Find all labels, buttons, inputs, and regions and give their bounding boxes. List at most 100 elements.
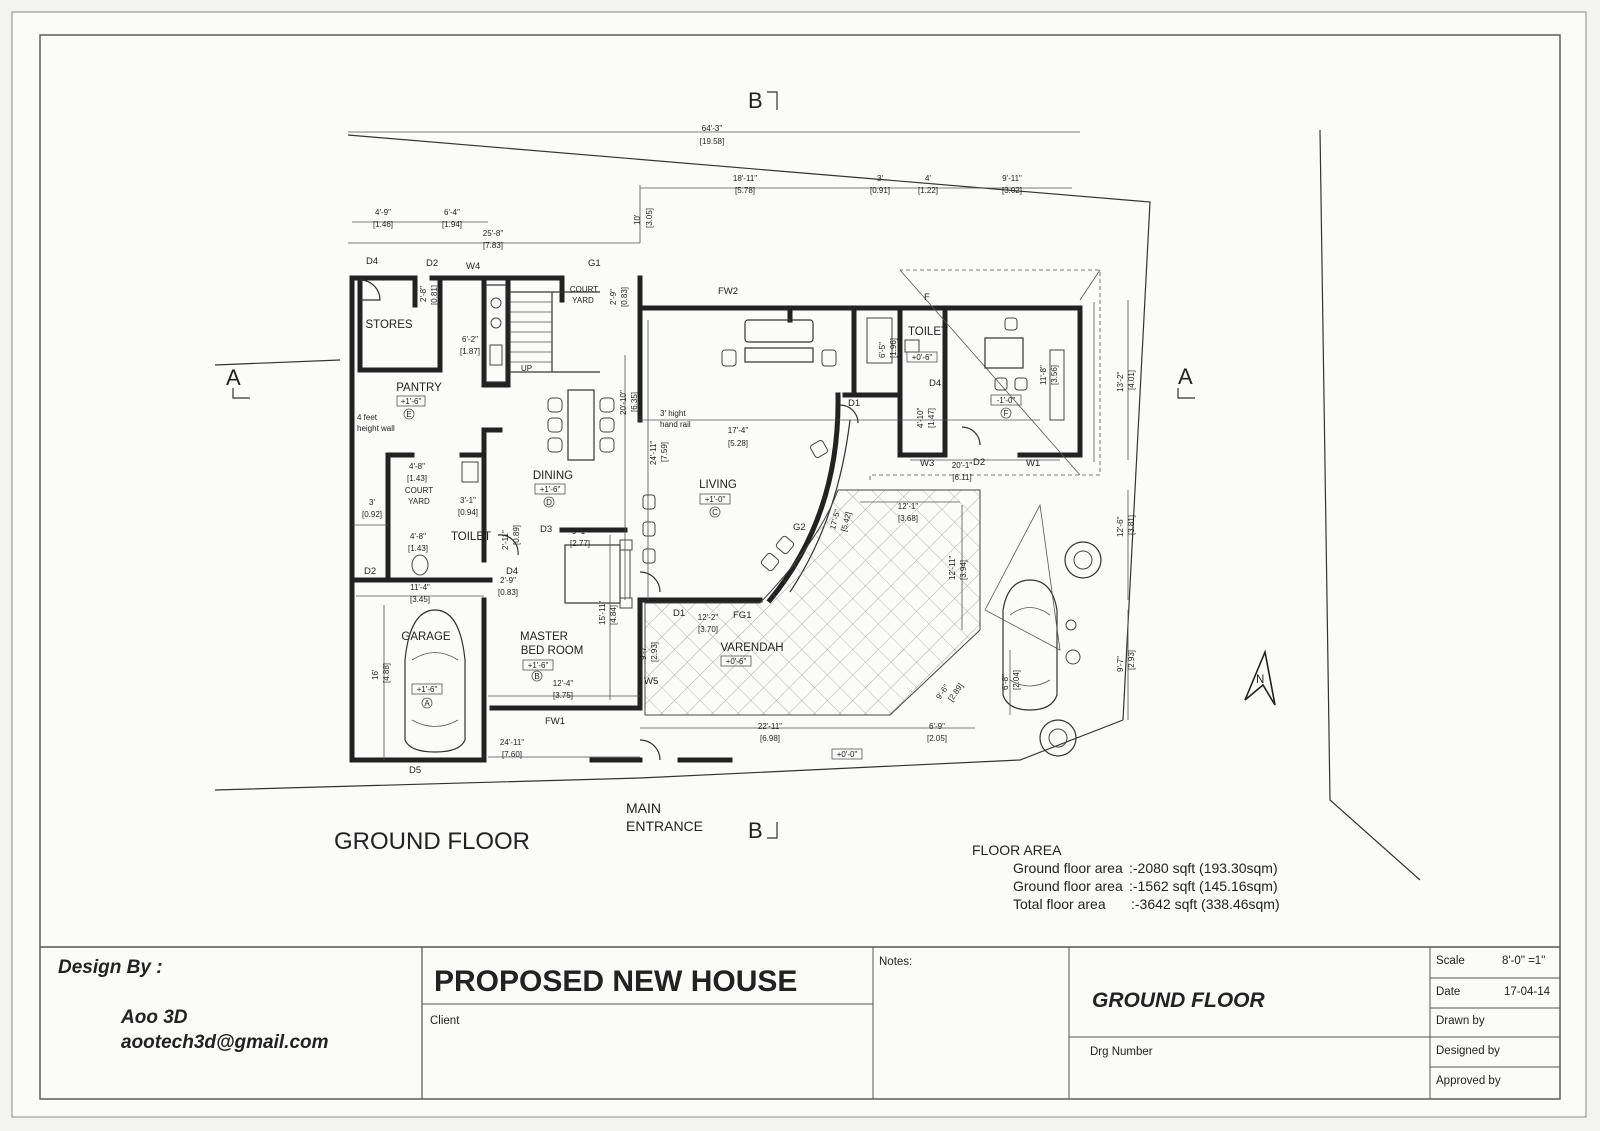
svg-text:[7.83]: [7.83] [483,241,503,250]
scale-value: 8'-0" =1" [1502,955,1545,967]
svg-text:D2: D2 [973,457,985,468]
svg-text:2'-8": 2'-8" [419,286,428,302]
roof-outline [869,269,1101,480]
svg-text:[5.28]: [5.28] [728,439,748,448]
svg-text:Ground floor area: Ground floor area [1013,878,1123,894]
section-a-right: A [1178,364,1193,389]
project-title: PROPOSED NEW HOUSE [434,965,797,998]
room-varendah: VARENDAH [720,642,783,654]
svg-text:15'-11": 15'-11" [598,601,607,625]
floor-plan: 64'-3" [19.58] 18'-11" [5.78] 3' [0.91] … [214,88,1421,881]
svg-text:[19.58]: [19.58] [700,137,724,146]
svg-text:[3.70]: [3.70] [698,625,718,634]
living-furniture [721,319,837,572]
svg-text:[7.60]: [7.60] [502,750,522,759]
svg-text:+0'-6": +0'-6" [912,353,933,362]
date-label: Date [1436,986,1460,998]
svg-text:18'-11": 18'-11" [733,174,757,183]
svg-text:[0.91]: [0.91] [870,186,890,195]
svg-text:D1: D1 [848,398,860,409]
svg-text::-1562 sqft (145.16sqm): :-1562 sqft (145.16sqm) [1129,878,1278,894]
svg-text:12'-4": 12'-4" [553,679,574,688]
svg-text:FW1: FW1 [545,716,565,727]
svg-text:[0.83]: [0.83] [498,588,518,597]
svg-text:[0.81]: [0.81] [430,285,439,305]
svg-text:20'-10": 20'-10" [619,390,628,415]
svg-text:hand rail: hand rail [660,420,691,429]
svg-text:W5: W5 [644,676,658,687]
svg-text:G1: G1 [588,258,601,269]
drawing-frame [39,34,1561,1100]
svg-text:24'-11": 24'-11" [649,441,658,465]
designer-name: Aoo 3D [120,1007,188,1028]
svg-text:D1: D1 [673,608,685,619]
svg-text:FW2: FW2 [718,286,738,297]
title-block: Design By : Aoo 3D aootech3d@gmail.com P… [40,946,1560,1099]
svg-text:12'-1": 12'-1" [898,502,919,511]
svg-text:D5: D5 [409,765,421,776]
svg-text:[3.02]: [3.02] [1002,186,1022,195]
svg-text:[0.92]: [0.92] [362,510,382,519]
svg-text:C: C [712,508,718,517]
svg-text:6'-9": 6'-9" [929,722,945,731]
svg-text:[1.22]: [1.22] [918,186,938,195]
svg-text:4'-10": 4'-10" [916,407,925,428]
svg-text:3': 3' [369,498,375,507]
svg-text:[3.81]: [3.81] [1127,515,1136,535]
svg-text:11'-4": 11'-4" [410,583,430,592]
svg-text:N: N [1256,674,1264,686]
svg-text:6'-5": 6'-5" [878,342,887,358]
svg-text:+1'-6": +1'-6" [417,685,438,694]
walls [349,275,1083,763]
garage-car [404,609,466,753]
floor-area-summary: FLOOR AREA Ground floor area :-2080 sqft… [972,842,1280,912]
svg-text:YARD: YARD [572,296,594,305]
svg-text:12'-6": 12'-6" [1116,516,1125,537]
svg-text:[3.94]: [3.94] [959,560,968,580]
svg-text:6'-2": 6'-2" [462,335,478,344]
svg-text:W4: W4 [466,261,480,272]
svg-text:[2.77]: [2.77] [570,539,590,548]
main-entrance-line1: MAIN [626,800,661,816]
trees [1039,541,1102,757]
floor-area-heading: FLOOR AREA [972,842,1062,858]
svg-text:9'-7": 9'-7" [1116,656,1125,672]
svg-text:Total floor area: Total floor area [1013,896,1106,912]
svg-text:FG1: FG1 [733,610,751,621]
svg-text:D4: D4 [366,256,378,267]
designed-by-label: Designed by [1436,1045,1500,1057]
staircase [509,291,600,373]
svg-text:[0.89]: [0.89] [512,525,521,545]
svg-text:4': 4' [925,174,931,183]
svg-text:4'-8": 4'-8" [410,532,426,541]
svg-text:[1.96]: [1.96] [889,338,898,358]
svg-text:[2.05]: [2.05] [927,734,947,743]
section-b-top: B [748,88,763,113]
svg-text:64'-3": 64'-3" [702,124,723,133]
svg-text:[5.78]: [5.78] [735,186,755,195]
svg-text:+1'-0": +1'-0" [705,495,726,504]
svg-text:20'-1": 20'-1" [952,461,973,470]
svg-text:[3.75]: [3.75] [553,691,573,700]
client-label: Client [430,1015,460,1027]
approved-by-label: Approved by [1436,1075,1501,1087]
svg-text:E: E [406,410,411,419]
svg-text:A: A [424,699,430,708]
svg-text:[1.46]: [1.46] [373,220,393,229]
svg-text:[3.05]: [3.05] [645,208,654,228]
door-swings [359,279,981,763]
svg-text::-3642 sqft (338.46sqm): :-3642 sqft (338.46sqm) [1131,896,1280,912]
site-level: +0'-0" [837,750,858,759]
svg-text:25'-8": 25'-8" [483,229,504,238]
room-stores: STORES [365,319,412,331]
svg-text:F: F [924,292,930,303]
svg-text:3': 3' [877,174,883,183]
svg-text:11'-8": 11'-8" [1039,365,1048,385]
svg-text:[1.94]: [1.94] [442,220,462,229]
kitchen-counter [485,284,507,383]
drawn-by-label: Drawn by [1436,1015,1485,1027]
svg-text:B: B [534,672,539,681]
svg-text:6'-8": 6'-8" [1001,674,1010,690]
svg-text:[0.94]: [0.94] [458,508,478,517]
